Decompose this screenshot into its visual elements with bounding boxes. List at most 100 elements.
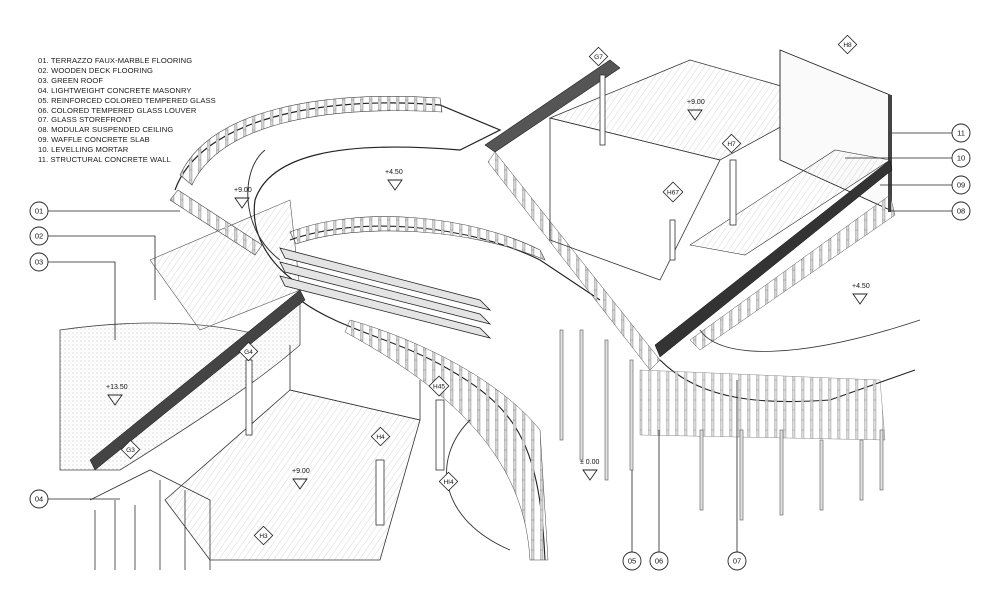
- atrium-edge-curve: [247, 149, 281, 261]
- level-triangle-icon: [582, 469, 598, 481]
- callout-05: 05: [622, 551, 642, 571]
- grid-tag-label: G4: [244, 349, 253, 356]
- callout-label: 03: [35, 258, 43, 267]
- right-plaza: [699, 319, 921, 352]
- level-marker: +9.00: [292, 468, 310, 490]
- callout-06: 06: [649, 551, 669, 571]
- grid-tag-H8: H8: [837, 34, 858, 55]
- legend-item: 02. WOODEN DECK FLOORING: [38, 65, 154, 75]
- callout-04: 04: [29, 489, 49, 509]
- upper-ribbon-louvers: [179, 96, 443, 186]
- legend-item: 06. COLORED TEMPERED GLASS LOUVER: [38, 105, 197, 115]
- grid-tag-label: H3: [259, 533, 268, 540]
- levelling-mortar-surface: [689, 149, 891, 256]
- callout-label: 11: [957, 129, 965, 138]
- callout-11: 11: [951, 123, 971, 143]
- callout-07: 07: [727, 551, 747, 571]
- level-triangle-icon: [234, 197, 250, 209]
- masonry-walls: [89, 469, 211, 570]
- level-triangle-icon: [107, 394, 123, 406]
- callout-09: 09: [951, 175, 971, 195]
- grid-tag-label: G3: [126, 447, 135, 454]
- grid-tag-label: H8: [843, 42, 852, 49]
- grid-tag-HI4: HI4: [438, 471, 459, 492]
- grid-tag-label: H67: [667, 189, 679, 196]
- escalator: [279, 247, 492, 311]
- legend-item: 11. STRUCTURAL CONCRETE WALL: [38, 155, 171, 165]
- grid-tag-label: G7: [594, 54, 603, 61]
- escalator-group: [279, 247, 492, 339]
- lower-right-louvers: [639, 369, 886, 441]
- grid-tag-H45: H45: [428, 375, 450, 397]
- level-label: +9.00: [234, 187, 252, 194]
- grid-tag-G3: G3: [120, 439, 141, 460]
- suspended-ceiling-grid: [689, 194, 896, 351]
- legend-item: 05. REINFORCED COLORED TEMPERED GLASS: [38, 95, 216, 105]
- level-label: +13.50: [106, 384, 128, 391]
- level-label: +4.50: [852, 283, 870, 290]
- lower-left-slab-edge: [89, 289, 306, 471]
- diagonal-facade-louvers: [487, 151, 661, 371]
- legend-item: 07. GLASS STOREFRONT: [38, 115, 133, 125]
- columns: [245, 74, 737, 526]
- callout-label: 04: [35, 495, 43, 504]
- level-marker: +9.00: [687, 99, 705, 121]
- mid-ribbon-louvers: [289, 216, 546, 261]
- level-triangle-icon: [852, 293, 868, 305]
- legend-item: 04. LIGHTWEIGHT CONCRETE MASONRY: [38, 85, 192, 95]
- callout-01: 01: [29, 201, 49, 221]
- waffle-slab-band: [654, 159, 893, 358]
- callout-label: 07: [733, 557, 741, 566]
- grid-tag-label: H45: [433, 383, 445, 390]
- level-label: ± 0.00: [580, 459, 600, 466]
- level-marker: +9.00: [234, 187, 252, 209]
- legend-item: 08. MODULAR SUSPENDED CEILING: [38, 125, 174, 135]
- level-triangle-icon: [292, 478, 308, 490]
- upper-right-wall: [549, 117, 721, 281]
- callout-label: 08: [957, 207, 965, 216]
- lower-left-floor: [164, 389, 421, 561]
- level-marker: ± 0.00: [580, 459, 600, 481]
- grid-tag-label: H7: [727, 141, 736, 148]
- callout-label: 01: [35, 207, 43, 216]
- lower-left-wall: [289, 345, 421, 421]
- callout-label: 10: [957, 154, 965, 163]
- vertical-louvers: [559, 329, 884, 521]
- legend-item: 01. TERRAZZO FAUX-MARBLE FLOORING: [38, 56, 193, 65]
- level-label: +4.50: [385, 169, 403, 176]
- level-marker: +4.50: [385, 169, 403, 191]
- escalator: [279, 261, 492, 325]
- level-marker: +13.50: [106, 384, 128, 406]
- callout-label: 05: [628, 557, 636, 566]
- legend-item: 09. WAFFLE CONCRETE SLAB: [38, 135, 150, 145]
- grid-tag-H4: H4: [370, 426, 391, 447]
- callout-label: 09: [957, 181, 965, 190]
- callout-02: 02: [29, 226, 49, 246]
- callout-08: 08: [951, 201, 971, 221]
- material-legend: 01. TERRAZZO FAUX-MARBLE FLOORING 02. WO…: [38, 56, 216, 165]
- diagonal-louvered-slab: [484, 59, 621, 153]
- grid-tag-label: HI4: [443, 479, 454, 486]
- grid-tag-H7: H7: [721, 133, 742, 154]
- legend-item: 03. GREEN ROOF: [38, 75, 104, 85]
- grid-tag-G4: G4: [238, 341, 259, 362]
- callout-03: 03: [29, 252, 49, 272]
- wall-section-cut: [888, 95, 892, 212]
- level-triangle-icon: [387, 179, 403, 191]
- callout-10: 10: [951, 148, 971, 168]
- legend-item: 10. LEVELLING MORTAR: [38, 145, 129, 155]
- callout-leaders: [48, 132, 952, 552]
- level-triangle-icon: [687, 109, 703, 121]
- level-marker: +4.50: [852, 283, 870, 305]
- callout-label: 06: [655, 557, 663, 566]
- grid-tag-H67: H67: [662, 181, 684, 203]
- grid-tag-G7: G7: [588, 46, 609, 67]
- escalator: [279, 275, 492, 339]
- grid-tag-label: H4: [376, 434, 385, 441]
- callout-label: 02: [35, 232, 43, 241]
- level-label: +9.00: [687, 99, 705, 106]
- level-label: +9.00: [292, 468, 310, 475]
- ribbon-louvers-left: [169, 189, 263, 256]
- grid-tag-H3: H3: [253, 525, 274, 546]
